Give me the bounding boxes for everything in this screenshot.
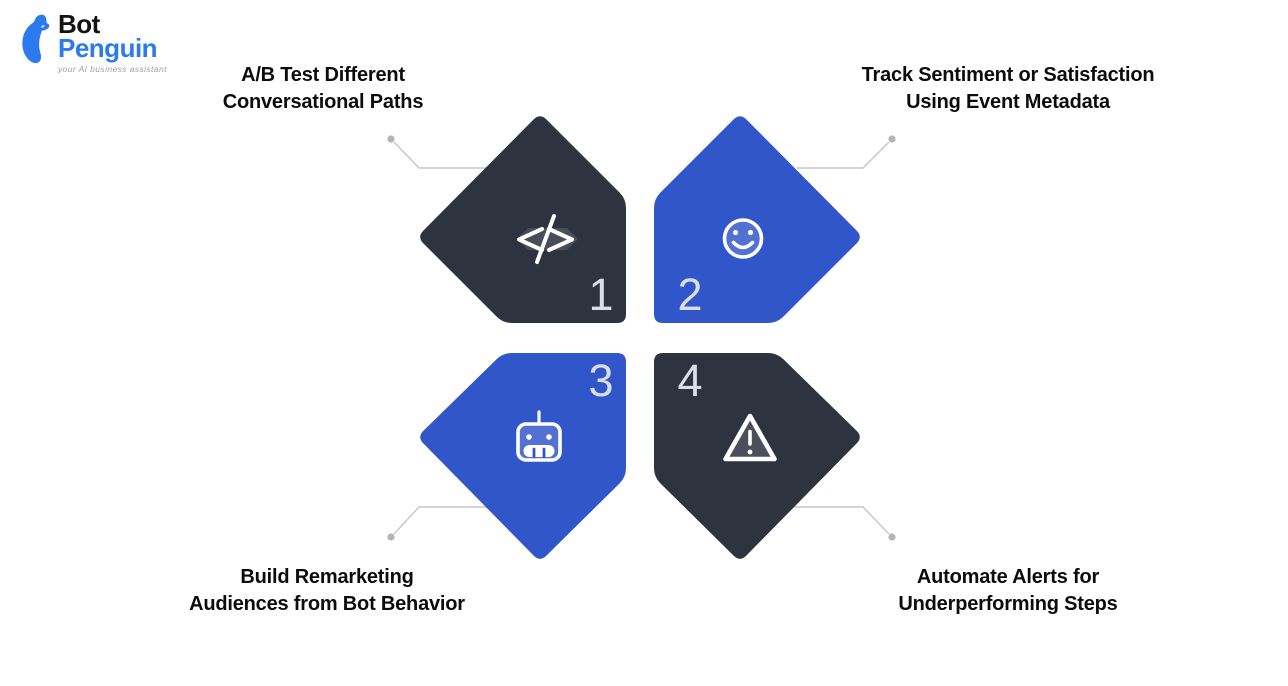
connector-dot xyxy=(387,135,395,143)
connector-bottom-right xyxy=(793,506,896,541)
smiley-icon xyxy=(722,218,764,259)
step-label-line: Track Sentiment or Satisfaction xyxy=(861,64,1155,86)
shape-step-2 xyxy=(654,116,860,324)
shape-step-4 xyxy=(654,353,860,559)
code-icon xyxy=(517,214,578,264)
connector-dot xyxy=(888,533,896,541)
step-number-2: 2 xyxy=(677,269,703,320)
connector-dot xyxy=(387,533,395,541)
step-label-3: Build Remarketing Audiences from Bot Beh… xyxy=(147,564,507,618)
step-label-4: Automate Alerts for Underperforming Step… xyxy=(828,564,1188,618)
connector-top-left xyxy=(387,135,486,169)
step-label-line: Using Event Metadata xyxy=(906,91,1110,113)
connector-line xyxy=(797,141,890,169)
shape-step-1 xyxy=(420,116,626,324)
connector-line xyxy=(393,506,487,535)
step-number-3: 3 xyxy=(588,355,614,406)
step-number-4: 4 xyxy=(677,355,703,406)
step-label-line: A/B Test Different xyxy=(241,64,405,86)
logo-tagline: your AI business assistant xyxy=(58,64,167,74)
step-label-line: Underperforming Steps xyxy=(898,593,1118,615)
step-label-line: Conversational Paths xyxy=(222,91,424,113)
connector-top-right xyxy=(797,135,896,169)
warning-icon xyxy=(723,413,777,462)
connector-dot xyxy=(888,135,896,143)
robot-icon xyxy=(516,410,562,462)
logo-title-bot: Bot xyxy=(58,9,100,39)
step-label-line: Automate Alerts for xyxy=(916,566,1100,588)
step-label-1: A/B Test Different Conversational Paths xyxy=(143,62,503,116)
botpenguin-logo: Bot Penguin your AI business assistant xyxy=(14,9,167,74)
step-label-2: Track Sentiment or Satisfaction Using Ev… xyxy=(828,62,1188,116)
step-label-line: Audiences from Bot Behavior xyxy=(189,593,465,615)
connector-line xyxy=(793,506,890,535)
step-label-line: Build Remarketing xyxy=(240,566,414,588)
connector-bottom-left xyxy=(387,506,487,541)
logo-title-penguin: Penguin xyxy=(58,33,158,63)
penguin-icon xyxy=(22,14,50,64)
step-number-1: 1 xyxy=(588,269,614,320)
shape-step-3 xyxy=(420,353,626,559)
connector-line xyxy=(393,141,486,169)
